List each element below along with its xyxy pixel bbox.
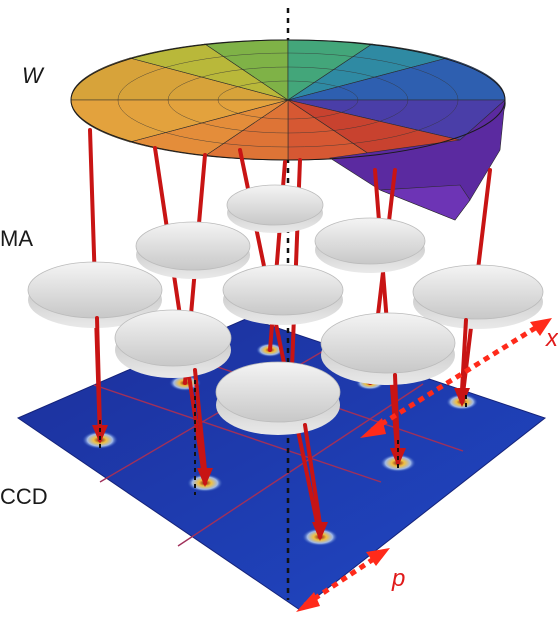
label-wavefront: W <box>22 63 43 88</box>
lenslet-axes-dashed <box>99 380 467 495</box>
lenslet <box>222 264 344 325</box>
lenslet <box>320 312 456 385</box>
lenslet <box>135 221 251 279</box>
lenslet-array <box>27 184 544 435</box>
pitch-arrow <box>296 548 390 612</box>
lenslet <box>412 264 544 329</box>
label-pitch: p <box>392 565 406 592</box>
lenslet <box>314 217 426 273</box>
label-lenslet-array: MA <box>0 226 33 251</box>
lenslet <box>215 361 341 435</box>
ray-arrowheads <box>92 388 470 541</box>
wavefront-surface <box>70 39 506 221</box>
lenslet <box>27 261 163 328</box>
lenslet <box>226 184 324 233</box>
label-sensor: CCD <box>0 484 48 509</box>
lenslet <box>114 309 232 378</box>
label-x-axis: x <box>546 325 558 352</box>
rays-lower <box>95 316 468 526</box>
x-axis-arrow <box>360 318 552 438</box>
ccd-grid-lines <box>93 349 464 547</box>
